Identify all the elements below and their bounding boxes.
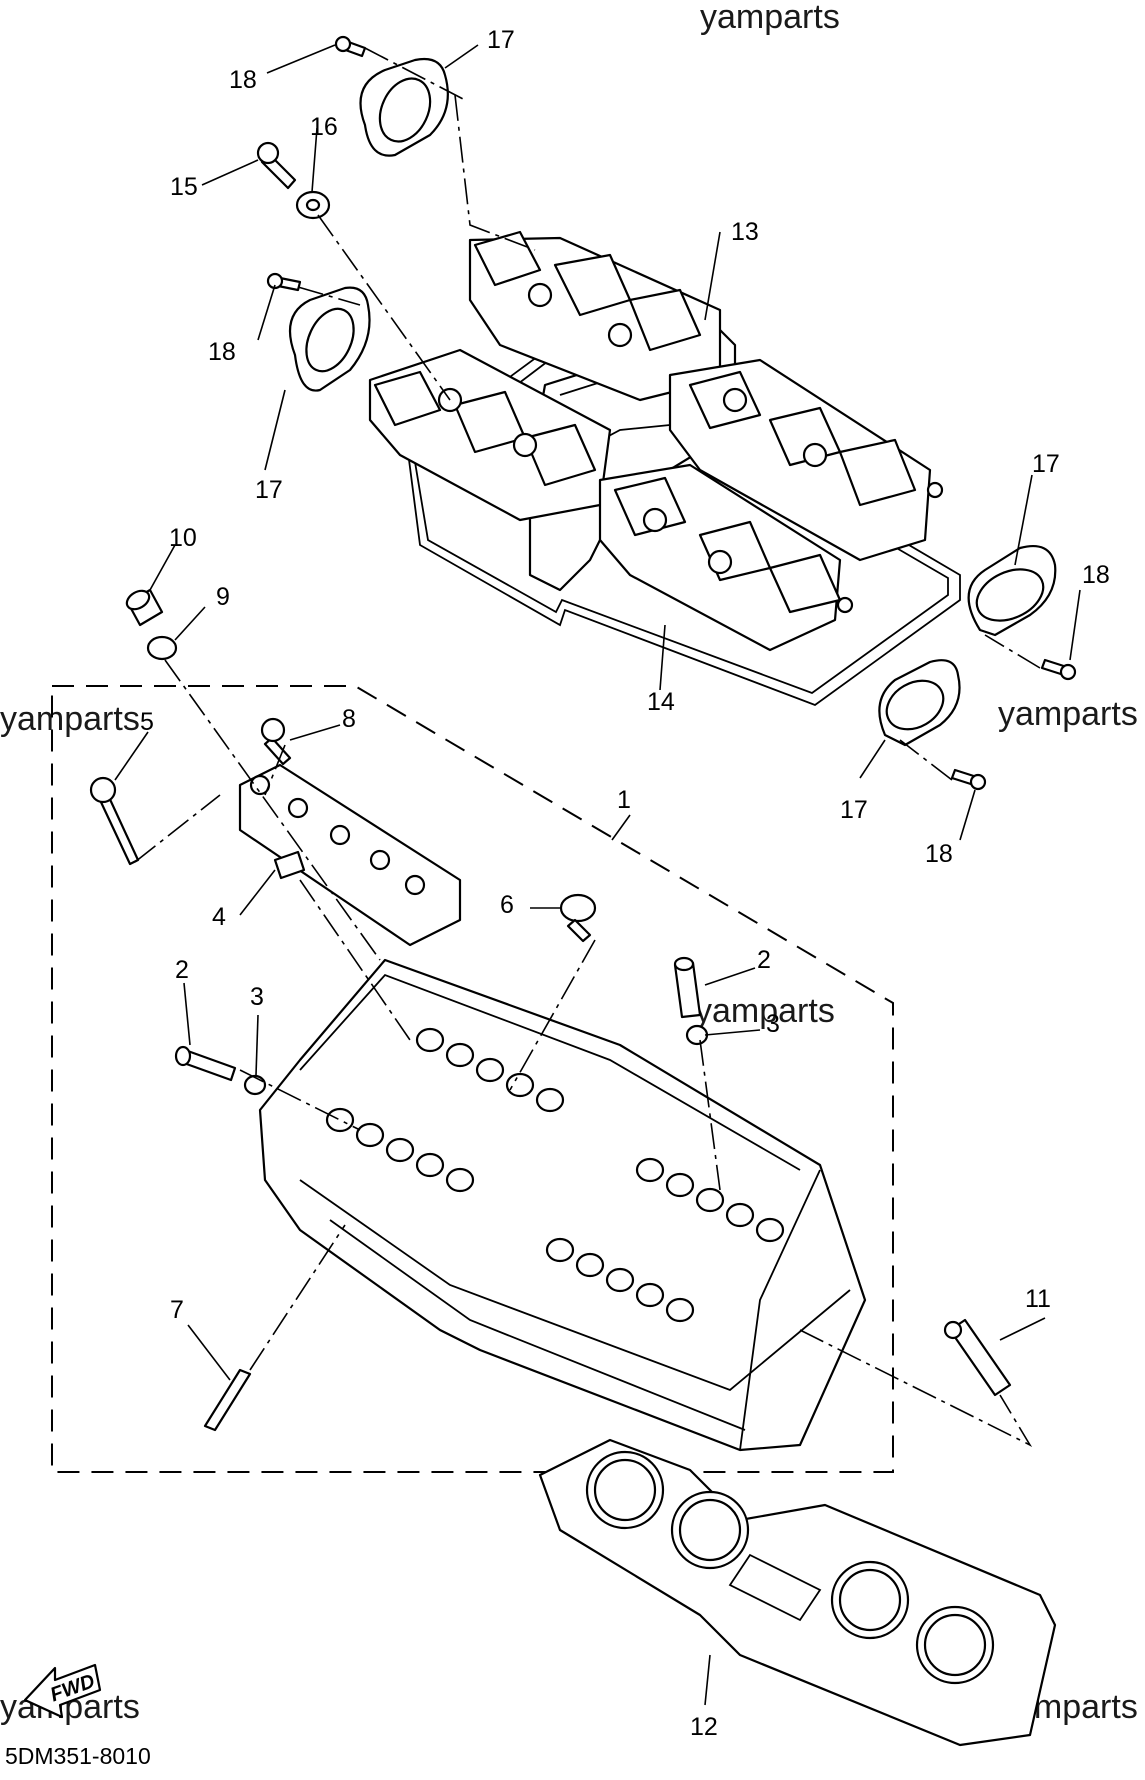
cover-17-left bbox=[288, 286, 371, 392]
cover-17-bottom bbox=[878, 659, 961, 747]
callout-3-right: 3 bbox=[766, 1010, 780, 1038]
valve-ports-left bbox=[325, 1027, 565, 1193]
callout-13: 13 bbox=[731, 218, 759, 246]
callout-6: 6 bbox=[500, 891, 514, 919]
callout-10: 10 bbox=[169, 524, 197, 552]
spark-plug-11 bbox=[943, 1318, 1012, 1397]
cylinder-head-gasket-12 bbox=[538, 1438, 1057, 1747]
callout-17-right: 17 bbox=[1032, 450, 1060, 478]
callout-9: 9 bbox=[216, 583, 230, 611]
bolt-15 bbox=[256, 141, 297, 190]
callout-12: 12 bbox=[690, 1713, 718, 1741]
cover-17-right bbox=[967, 544, 1057, 637]
callout-11: 11 bbox=[1025, 1285, 1051, 1313]
dowel-10 bbox=[125, 588, 164, 627]
callout-17-bottom: 17 bbox=[840, 796, 868, 824]
callout-18-right: 18 bbox=[1082, 561, 1110, 589]
watermark-right: yamparts bbox=[998, 695, 1138, 733]
valve-guide-2-left bbox=[174, 1045, 237, 1082]
cover-17-top bbox=[359, 57, 449, 157]
stud-bolt-7 bbox=[203, 1368, 252, 1432]
dowel-4 bbox=[273, 850, 306, 880]
callout-18-bottom: 18 bbox=[925, 840, 953, 868]
callout-18-top: 18 bbox=[229, 66, 257, 94]
callout-17-top: 17 bbox=[487, 26, 515, 54]
camshaft-intake-rear bbox=[468, 230, 722, 402]
camshaft-intake-front bbox=[668, 358, 944, 562]
callout-8: 8 bbox=[342, 705, 356, 733]
valve-guide-2-right bbox=[673, 956, 702, 1019]
oil-gallery-bracket bbox=[238, 763, 462, 947]
camshaft-exhaust-front bbox=[598, 463, 854, 652]
circlip-3-left bbox=[243, 1074, 267, 1096]
bolt-5 bbox=[89, 776, 140, 866]
callout-15: 15 bbox=[170, 173, 198, 201]
o-ring-9 bbox=[146, 635, 178, 661]
circlip-3-right bbox=[685, 1024, 709, 1046]
callout-17-left: 17 bbox=[255, 476, 283, 504]
callout-14: 14 bbox=[647, 688, 675, 716]
callout-7: 7 bbox=[170, 1296, 184, 1324]
watermark-center: yamparts bbox=[695, 992, 835, 1030]
valve-ports-right bbox=[545, 1157, 785, 1323]
screw-6 bbox=[559, 893, 597, 943]
camshaft-exhaust-rear bbox=[368, 348, 612, 522]
callout-4: 4 bbox=[212, 903, 226, 931]
watermark-left: yamparts bbox=[0, 700, 140, 738]
diagram-code: 5DM351-8010 bbox=[5, 1743, 151, 1769]
cylinder-head bbox=[258, 958, 867, 1452]
bolt-18 bbox=[266, 35, 1077, 791]
callout-3-left: 3 bbox=[250, 983, 264, 1011]
callout-18-left: 18 bbox=[208, 338, 236, 366]
watermark-top: yamparts bbox=[700, 0, 840, 36]
callout-16: 16 bbox=[310, 113, 338, 141]
washer-16 bbox=[295, 190, 331, 220]
callout-5: 5 bbox=[140, 708, 154, 736]
leader-lines bbox=[114, 44, 1081, 1706]
center-lines bbox=[134, 47, 1041, 1447]
callout-2-right: 2 bbox=[757, 946, 771, 974]
bolt-8 bbox=[260, 717, 292, 766]
callout-numbers: 1 2 2 3 3 4 5 6 7 8 9 10 11 12 13 14 15 … bbox=[140, 26, 1110, 1741]
callout-2-left: 2 bbox=[175, 956, 189, 984]
callout-1: 1 bbox=[617, 786, 631, 814]
cylinder-head-assembly-boundary bbox=[51, 685, 894, 1473]
